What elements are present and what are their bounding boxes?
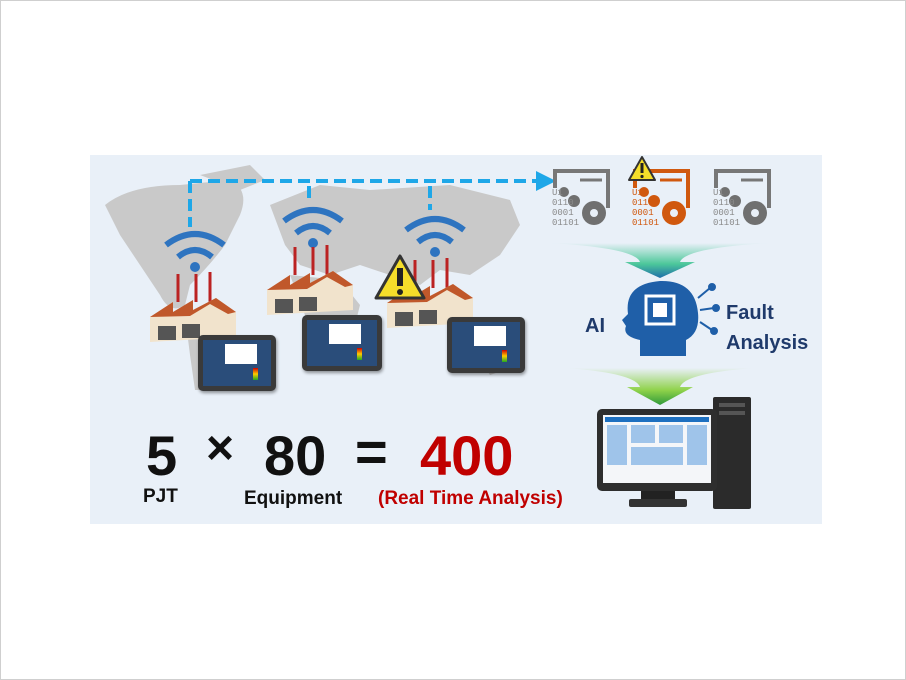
pjt-label: PJT bbox=[143, 486, 178, 507]
equipment-label: Equipment bbox=[244, 488, 343, 509]
wifi-icon bbox=[164, 231, 226, 272]
code-line: 01101 bbox=[713, 218, 741, 228]
data-flow-arrow bbox=[188, 171, 556, 227]
warning-icon bbox=[374, 254, 426, 300]
factory-icon bbox=[150, 272, 236, 342]
equipment-tablet bbox=[302, 315, 382, 371]
code-line: 0001 bbox=[632, 208, 654, 218]
equipment-count: 80 bbox=[264, 424, 327, 487]
factory-icon bbox=[267, 245, 353, 315]
total-count: 400 bbox=[420, 424, 514, 487]
times-sign: × bbox=[206, 422, 235, 475]
code-line: 01101 bbox=[552, 218, 580, 228]
code-line: 01101 bbox=[632, 218, 660, 228]
code-line: U1 bbox=[713, 188, 724, 198]
equals-sign: = bbox=[355, 420, 388, 483]
ai-head-icon bbox=[622, 280, 720, 356]
fault-label: Fault bbox=[726, 302, 774, 324]
code-line: 0110 bbox=[552, 198, 574, 208]
funnel-arrow-icon bbox=[565, 368, 755, 405]
code-line: 0001 bbox=[552, 208, 574, 218]
wifi-icon bbox=[404, 216, 466, 257]
code-line: 0110 bbox=[632, 198, 654, 208]
code-line: 0001 bbox=[713, 208, 735, 218]
warning-icon bbox=[628, 156, 656, 181]
code-line: 0110 bbox=[713, 198, 735, 208]
analysis-label: Analysis bbox=[726, 332, 809, 354]
equipment-tablet bbox=[198, 335, 276, 391]
monitoring-computer-icon bbox=[597, 397, 751, 509]
pjt-count: 5 bbox=[146, 424, 178, 487]
code-line: U1 bbox=[552, 188, 563, 198]
total-label: (Real Time Analysis) bbox=[378, 488, 563, 509]
ai-label: AI bbox=[585, 315, 605, 337]
code-line: U1 bbox=[632, 188, 643, 198]
wifi-icon bbox=[282, 207, 344, 248]
funnel-arrow-icon bbox=[550, 243, 770, 278]
equipment-tablet bbox=[447, 317, 525, 373]
